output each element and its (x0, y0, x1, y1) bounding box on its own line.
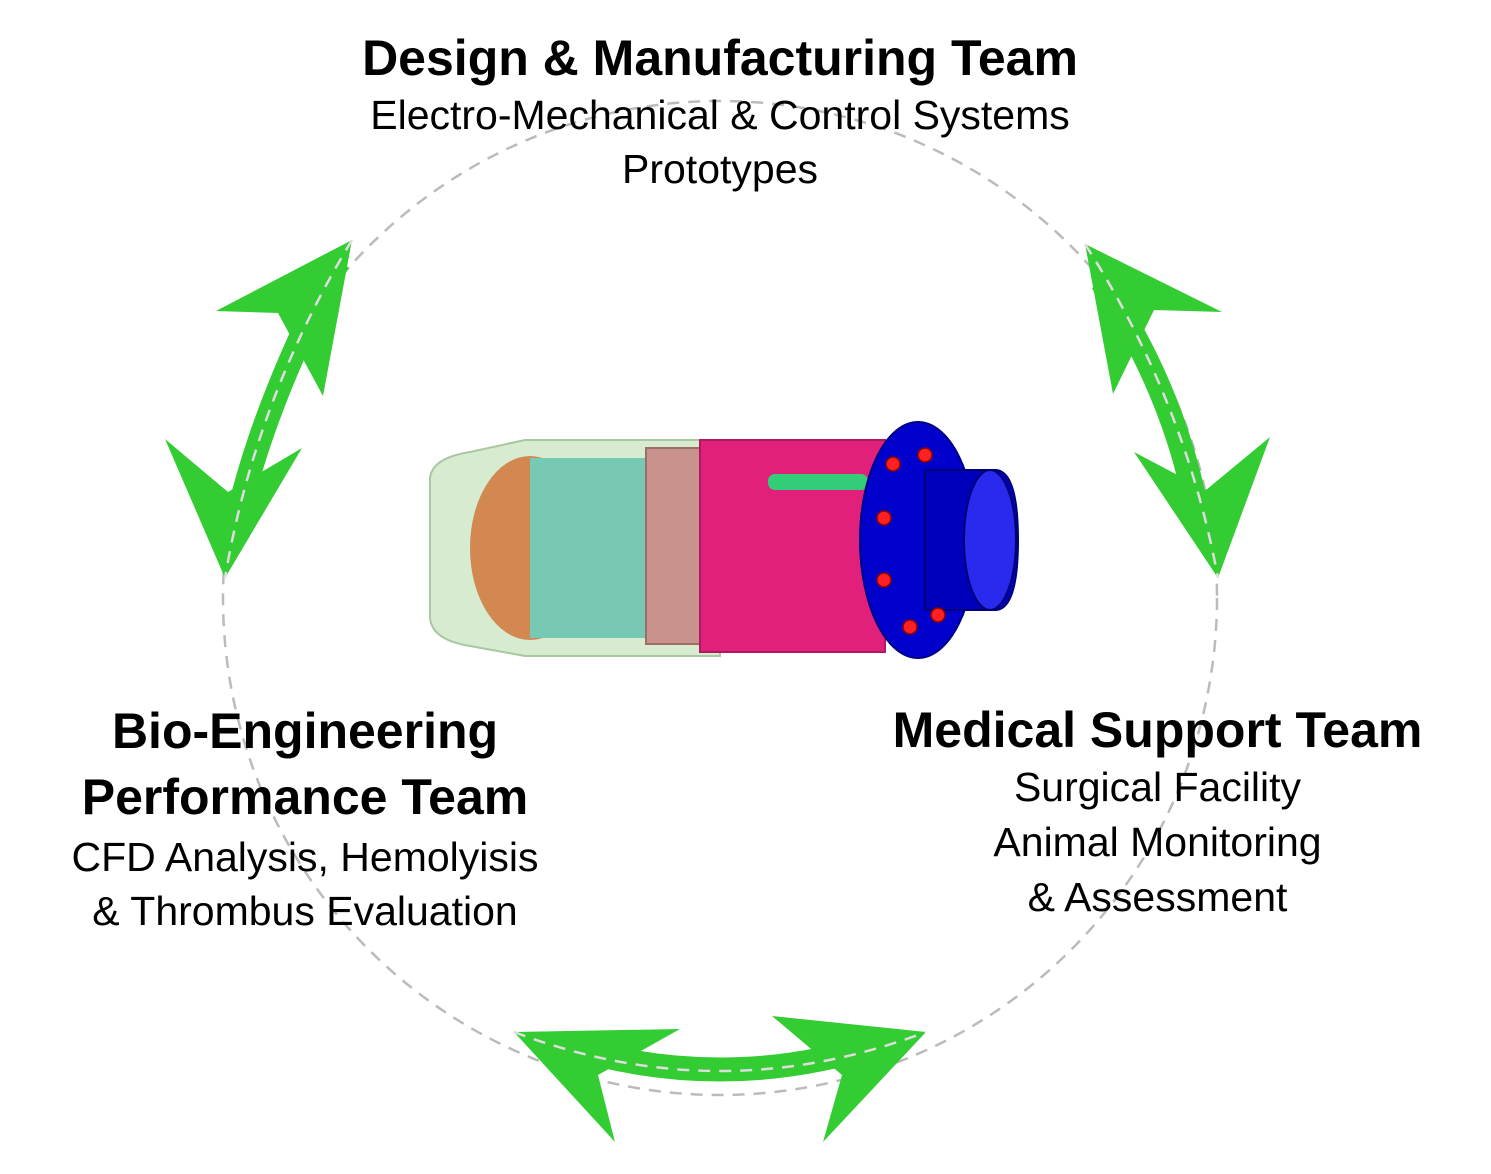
team-title: Performance Team (81, 769, 529, 825)
team-description-line: Surgical Facility (1013, 764, 1302, 810)
team-title: Medical Support Team (892, 702, 1423, 758)
team-description-line: & Thrombus Evaluation (92, 888, 518, 934)
pump-main-body (699, 439, 886, 653)
cycle-circle (221, 99, 1219, 1097)
bottom-double-arrow (514, 1016, 926, 1142)
pump-bolts (876, 447, 946, 635)
pump-ring (645, 447, 707, 645)
team-description-line: CFD Analysis, Hemolyisis (71, 834, 539, 880)
bio-engineering-team: Bio-Engineering Performance Team CFD Ana… (20, 698, 590, 938)
team-title: Design & Manufacturing Team (362, 30, 1078, 86)
team-title: Bio-Engineering (111, 703, 499, 759)
pump-device-illustration (429, 421, 1020, 659)
team-description-line: Animal Monitoring (993, 819, 1322, 865)
team-description-line: Prototypes (622, 146, 818, 192)
medical-support-team: Medical Support Team Surgical Facility A… (850, 700, 1465, 925)
left-double-arrow (165, 240, 352, 578)
design-manufacturing-team: Design & Manufacturing Team Electro-Mech… (220, 28, 1220, 196)
pump-rear-cylinder (530, 458, 650, 638)
team-description-line: & Assessment (1027, 874, 1288, 920)
pump-stripe (768, 474, 868, 490)
team-description-line: Electro-Mechanical & Control Systems (370, 92, 1070, 138)
right-double-arrow (1085, 244, 1270, 578)
